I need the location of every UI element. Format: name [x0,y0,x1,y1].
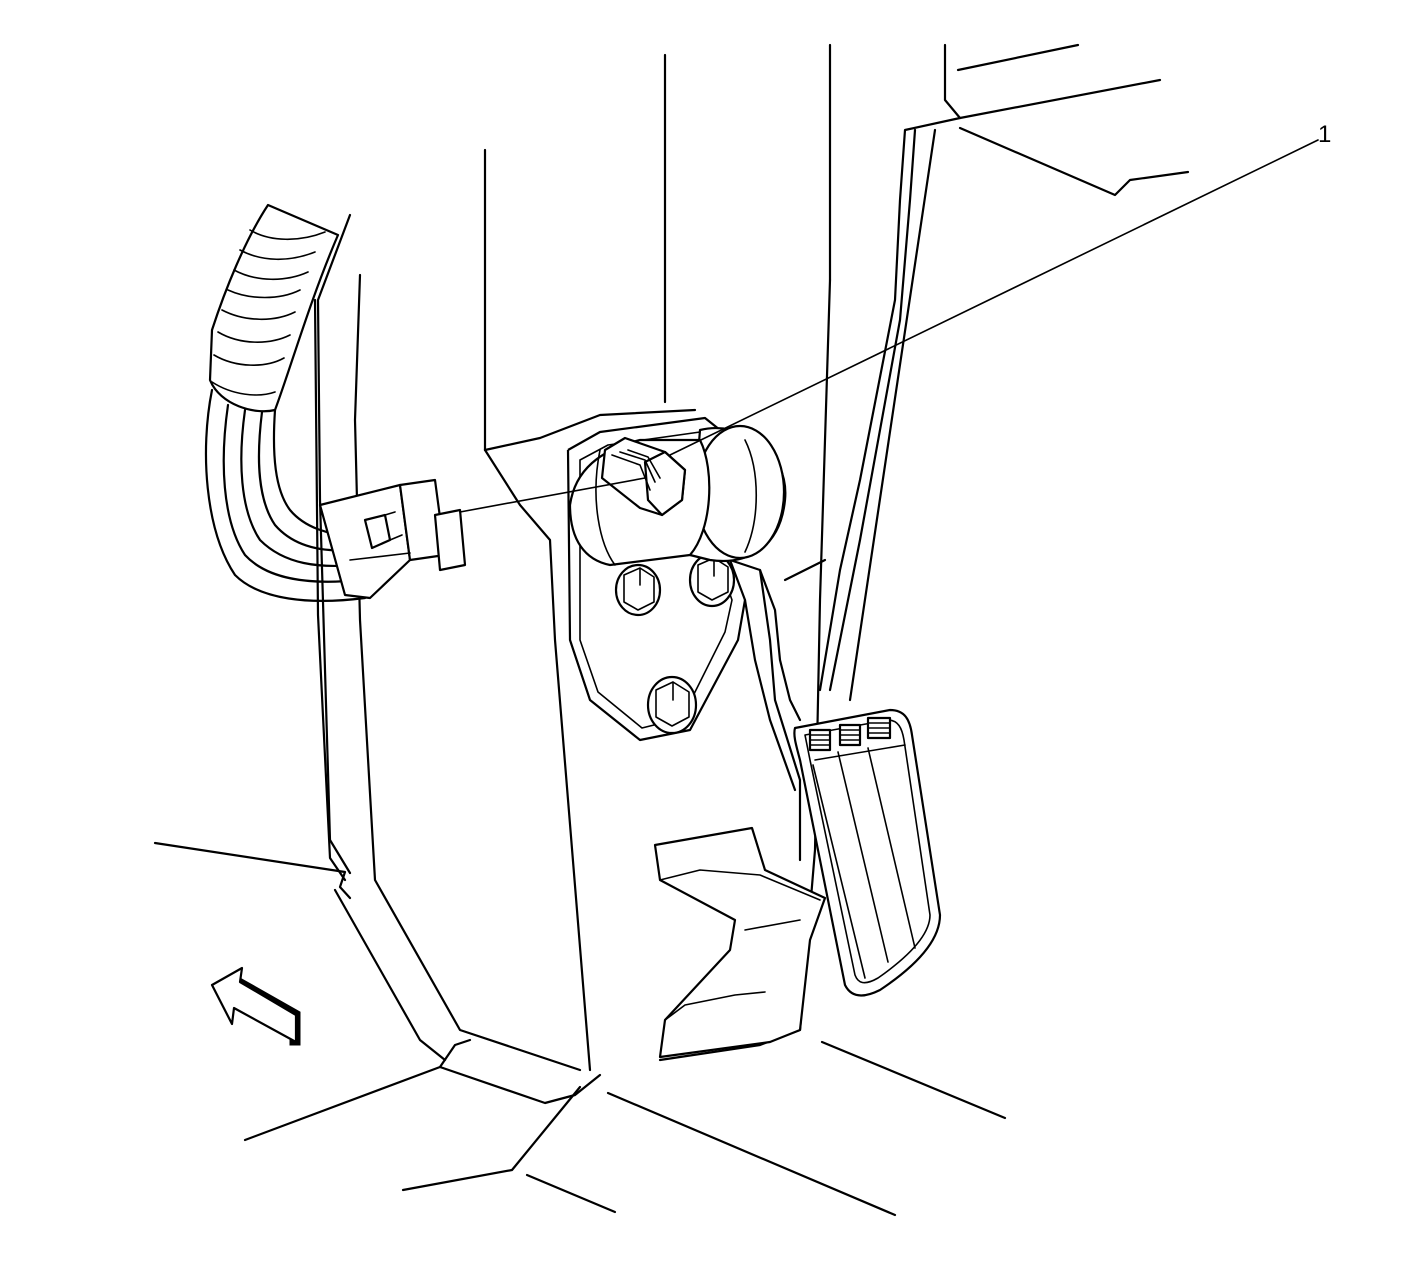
sensor-connector [600,436,687,517]
bolt-lower [646,675,698,735]
pedal-position-sensor [568,424,787,567]
callout-1: 1 [669,121,1331,456]
accelerator-pedal [758,568,942,997]
harness-connector [318,478,467,600]
floor-bracket [653,826,827,1059]
callout-1-label: 1 [1318,121,1331,148]
front-direction-arrow-icon [210,966,301,1046]
pedal-tread [808,716,892,752]
bolt-upper-left [614,563,662,617]
connector-guide-line [459,477,646,513]
mounting-bolts [614,552,736,735]
left-dash-panel [313,213,582,1072]
callout-1-leader [669,139,1319,456]
floor-lines [153,841,1007,1217]
upper-right-structure [818,43,1190,702]
